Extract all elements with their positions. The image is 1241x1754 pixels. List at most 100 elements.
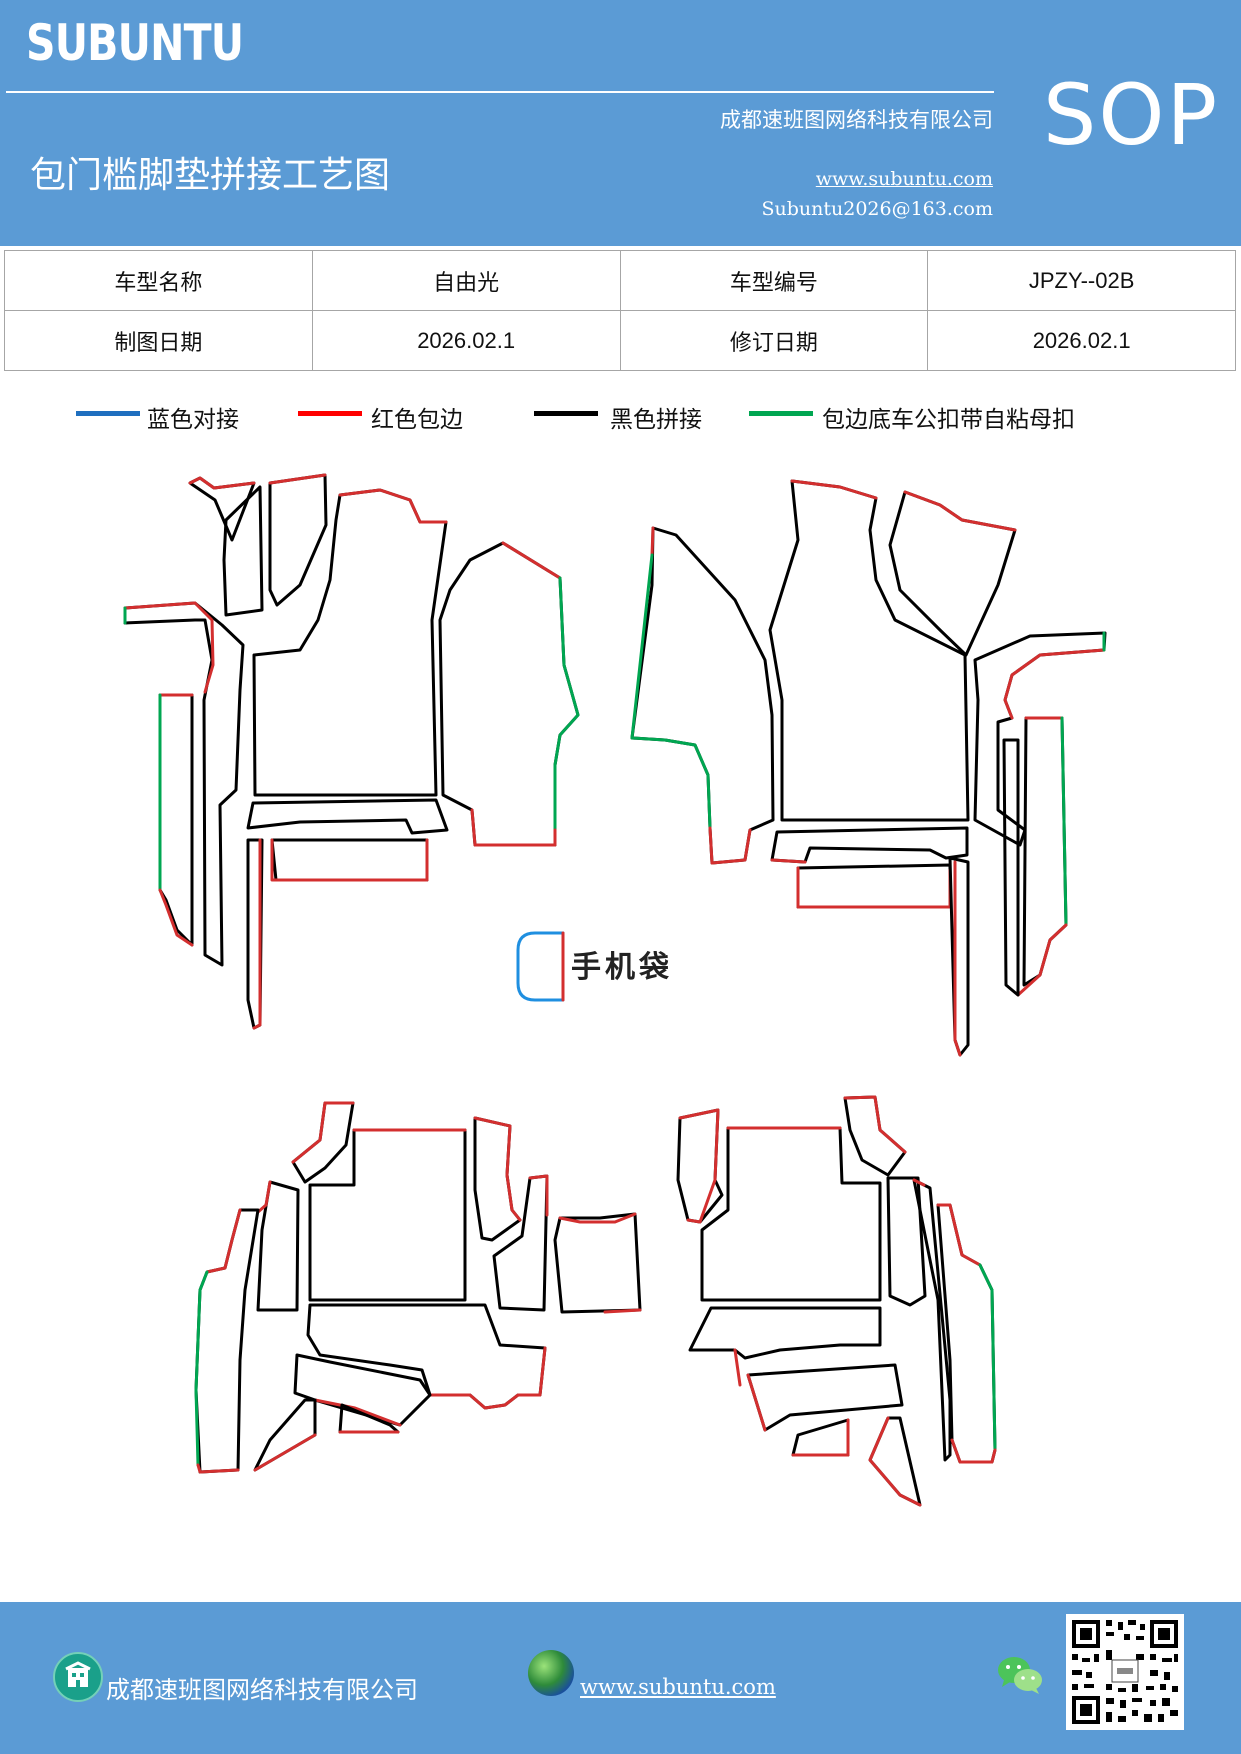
mat-edge-red — [313, 1398, 402, 1427]
rev-date-label: 修订日期 — [619, 310, 929, 371]
mat-edge-red — [650, 526, 655, 557]
mat-edge-red — [338, 488, 448, 524]
mat-piece — [553, 1212, 642, 1314]
mat-piece — [293, 1353, 432, 1427]
mat-piece — [912, 1178, 952, 1462]
footer-company-name: 成都速班图网络科技有限公司 — [106, 1676, 418, 1704]
model-name-value: 自由光 — [311, 250, 621, 311]
mat-piece — [791, 1418, 850, 1457]
model-name-label: 车型名称 — [4, 250, 313, 311]
model-no-label: 车型编号 — [619, 250, 929, 311]
mat-edge-green — [630, 553, 712, 830]
model-no-value: JPZY--02B — [927, 250, 1236, 311]
website-link[interactable]: www.subuntu.com — [815, 168, 993, 190]
logo: SUBUNTU — [26, 14, 244, 72]
mat-piece — [1002, 738, 1020, 997]
mat-piece — [796, 863, 952, 909]
legend: 蓝色对接 红色包边 黑色拼接 包边底车公扣带自粘母扣 — [0, 398, 1241, 438]
mat-piece — [473, 1116, 522, 1242]
mat-piece — [438, 541, 580, 847]
mat-piece — [688, 1306, 882, 1360]
legend-swatch — [749, 411, 813, 416]
mat-edge-red — [950, 1438, 997, 1464]
legend-swatch — [534, 411, 598, 416]
document-title: 包门槛脚垫拼接工艺图 — [30, 155, 391, 196]
mat-piece — [338, 1403, 400, 1434]
mat-piece — [246, 798, 449, 835]
mat-piece — [270, 838, 429, 882]
mat-edge-red — [158, 888, 194, 947]
legend-label: 蓝色对接 — [147, 407, 239, 433]
mat-piece — [868, 1416, 922, 1507]
mat-edge-red — [843, 1095, 907, 1154]
page-header: SUBUNTU 成都速班图网络科技有限公司 包门槛脚垫拼接工艺图 www.sub… — [0, 0, 1241, 246]
mat-piece — [268, 473, 328, 607]
company-name: 成都速班图网络科技有限公司 — [720, 108, 993, 132]
mat-edge-red — [256, 1180, 272, 1214]
mat-piece — [886, 1176, 927, 1307]
sop-badge: SOP — [1043, 66, 1220, 164]
mat-edge-red — [470, 808, 557, 847]
qr-code[interactable] — [1066, 1614, 1184, 1730]
table-row: 制图日期 2026.02.1 修订日期 2026.02.1 — [4, 310, 1236, 371]
mat-piece — [746, 1363, 904, 1432]
mat-edge-red — [270, 838, 429, 882]
mat-edge-red — [953, 860, 962, 1057]
legend-swatch — [76, 411, 140, 416]
mat-edge-red — [1016, 923, 1068, 997]
mat-edge-red — [473, 1116, 522, 1222]
mat-edge-red — [791, 1418, 850, 1457]
mat-piece — [194, 1208, 260, 1474]
globe-icon — [528, 1650, 574, 1696]
mat-edge-red — [1003, 648, 1106, 720]
draw-date-label: 制图日期 — [4, 310, 313, 371]
mat-edge-red — [253, 1433, 317, 1472]
mat-piece — [700, 1126, 882, 1302]
mat-edge-red — [291, 1101, 355, 1164]
mat-piece — [306, 1303, 547, 1410]
mat-edge-red — [428, 1346, 547, 1410]
rev-date-value: 2026.02.1 — [927, 310, 1236, 371]
mat-edge-red — [196, 1463, 240, 1474]
mat-edge-red — [733, 1348, 742, 1387]
mat-piece — [770, 826, 969, 864]
mat-piece — [492, 1174, 549, 1312]
floor-mat-diagram: 手机袋 — [123, 473, 1107, 1507]
legend-label: 包边底车公扣带自粘母扣 — [822, 407, 1075, 433]
mat-edge-red — [205, 1208, 242, 1274]
info-table: 车型名称 自由光 车型编号 JPZY--02B 制图日期 2026.02.1 修… — [4, 250, 1236, 371]
building-icon — [53, 1652, 103, 1702]
wechat-icon[interactable] — [996, 1654, 1044, 1696]
mat-edge-red — [770, 858, 807, 864]
mat-edge-red — [796, 866, 952, 909]
mat-edge-green — [1060, 716, 1068, 927]
mat-piece — [630, 526, 775, 865]
mat-edge-red — [936, 1203, 982, 1267]
mat-edge-red — [868, 1416, 922, 1507]
mat-piece — [158, 693, 194, 947]
mat-piece — [948, 856, 970, 1057]
mat-edge-red — [123, 601, 215, 694]
mat-piece — [768, 479, 970, 822]
phone-pocket-label: 手机袋 — [571, 950, 673, 985]
mat-piece — [252, 488, 448, 797]
mat-edge-red — [708, 826, 752, 865]
mat-edge-red — [252, 838, 262, 1030]
legend-swatch — [298, 411, 362, 416]
email-address: Subuntu2026@163.com — [761, 198, 993, 220]
mat-edge-red — [558, 1212, 637, 1224]
mat-piece — [308, 1128, 467, 1302]
mat-piece — [222, 485, 264, 617]
mat-edge-green — [194, 1270, 209, 1467]
mat-edge-red — [912, 1178, 926, 1187]
mat-piece — [888, 490, 1017, 657]
draw-date-value: 2026.02.1 — [311, 310, 621, 371]
mat-edge-red — [903, 490, 1017, 532]
footer-website-link[interactable]: www.subuntu.com — [580, 1675, 776, 1699]
mat-edge-red — [188, 476, 256, 490]
header-divider — [6, 91, 994, 93]
mat-piece — [256, 1180, 300, 1312]
mat-piece — [973, 631, 1107, 847]
mat-piece — [1022, 716, 1068, 987]
mat-edge-red — [603, 1308, 642, 1314]
